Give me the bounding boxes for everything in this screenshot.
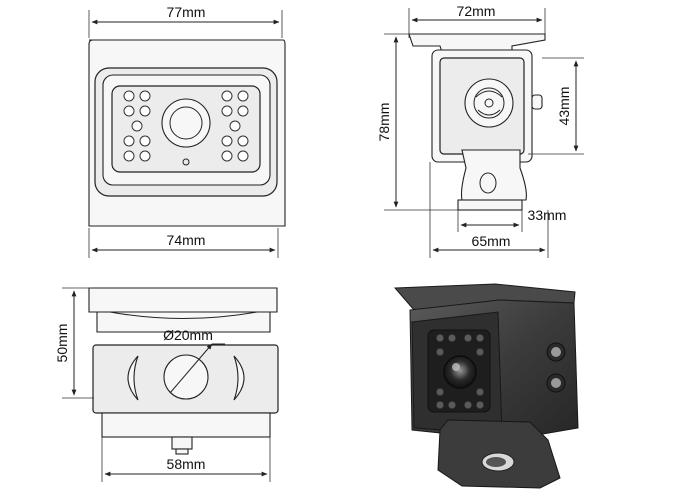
dim-side-mount-width: 65mm xyxy=(472,233,511,249)
front-view: 77mm 74mm xyxy=(88,4,286,258)
dim-front-width-bottom: 74mm xyxy=(167,232,206,248)
bottom-view: 71mm Ø20mm 50mm 58mm xyxy=(54,287,279,482)
dim-bottom-base-width: 58mm xyxy=(167,456,206,472)
dim-front-width-top: 77mm xyxy=(167,4,206,20)
dim-side-height: 78mm xyxy=(376,103,392,142)
led-cluster-left xyxy=(123,90,151,162)
dim-side-width-top: 72mm xyxy=(457,3,496,19)
side-view: 72mm 78mm 43mm 33mm xyxy=(376,3,584,258)
led-cluster-right xyxy=(221,90,249,162)
photo-leds xyxy=(435,333,485,410)
dim-bottom-height: 50mm xyxy=(54,324,70,363)
dim-side-bracket-height: 43mm xyxy=(556,87,572,126)
dim-side-base-width: 33mm xyxy=(528,207,567,223)
dim-lens-diameter: Ø20mm xyxy=(163,327,213,343)
camera-product-photo xyxy=(393,283,579,489)
